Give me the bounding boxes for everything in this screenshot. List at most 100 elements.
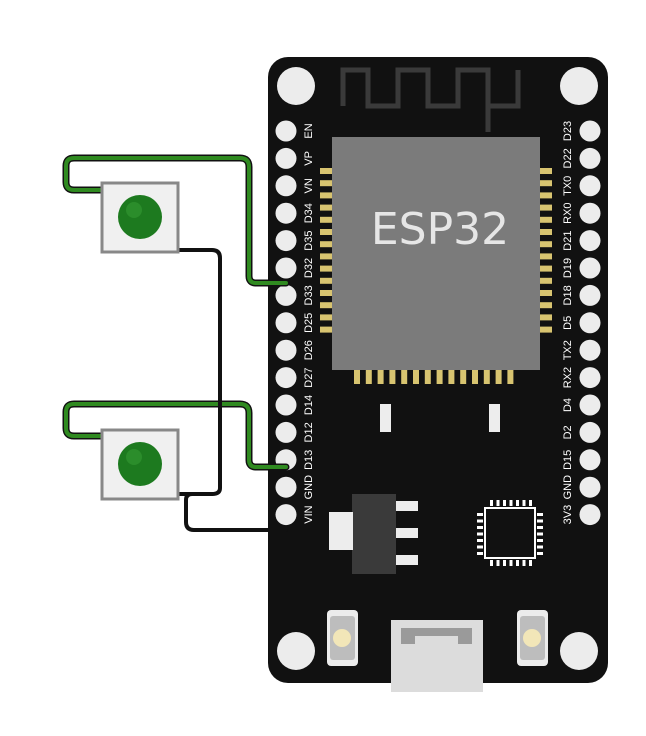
pin-hole-left-0 <box>275 120 297 142</box>
pin-hole-left-10 <box>275 394 297 416</box>
chip-pad <box>320 192 334 199</box>
qfn-pin <box>503 500 506 506</box>
qfn-pin <box>537 539 543 542</box>
qfn-pin <box>537 545 543 549</box>
qfn-pin <box>490 560 493 566</box>
pin-label-right: 3V3 <box>562 505 574 525</box>
chip-pad <box>538 180 552 187</box>
chip-pad <box>436 368 443 384</box>
pin-label-right: TX2 <box>562 340 574 360</box>
pin-hole-right-4 <box>579 230 601 252</box>
chip-pad <box>413 368 419 384</box>
pin-label-left: D33 <box>303 285 315 305</box>
pin-hole-left-5 <box>275 257 297 279</box>
pin-label-left: D34 <box>303 203 315 223</box>
pin-hole-right-2 <box>579 175 601 197</box>
qfn-pin <box>516 500 519 506</box>
pin-label-left: D14 <box>303 395 315 415</box>
pin-label-right: GND <box>562 475 574 500</box>
chip-pad <box>401 368 408 384</box>
pin-label-right: TX0 <box>562 176 574 196</box>
qfn-pin <box>496 560 500 566</box>
chip-pad <box>483 368 490 384</box>
pin-label-left: D13 <box>303 450 315 470</box>
chip-pads <box>320 168 552 384</box>
chip-pad <box>495 368 502 384</box>
pin-hole-right-10 <box>579 394 601 416</box>
chip-pad <box>538 241 552 248</box>
chip-pad <box>507 368 514 384</box>
usb-serial-ic <box>477 500 543 566</box>
voltage-regulator <box>329 494 418 574</box>
mounting-hole-top-left <box>277 67 315 105</box>
push-button-1[interactable] <box>100 181 180 254</box>
qfn-pin <box>537 532 543 536</box>
chip-pad <box>538 229 552 235</box>
pin-label-left: VIN <box>303 505 315 523</box>
pin-label-right: D22 <box>562 148 574 168</box>
chip-pad <box>320 277 334 284</box>
chip-pad <box>538 192 552 199</box>
pin-hole-left-2 <box>275 175 297 197</box>
pin-label-left: D25 <box>303 313 315 333</box>
pin-label-right: D21 <box>562 231 574 251</box>
pin-hole-left-9 <box>275 367 297 389</box>
chip-pad <box>424 368 431 384</box>
smd-component-left <box>380 404 391 432</box>
chip-pad <box>389 368 396 384</box>
qfn-pin <box>477 552 483 555</box>
mounting-hole-top-right <box>560 67 598 105</box>
mounting-hole-bottom-left <box>277 632 315 670</box>
qfn-pin <box>496 500 500 506</box>
pin-hole-right-5 <box>579 257 601 279</box>
pin-hole-left-1 <box>275 147 297 169</box>
chip-pad <box>320 168 334 174</box>
right-pin-header <box>579 120 601 526</box>
pin-hole-left-11 <box>275 421 297 443</box>
signal-wire-button-2-core <box>64 402 288 469</box>
pin-label-left: D26 <box>303 340 315 360</box>
chip-pad <box>538 326 552 333</box>
qfn-pin <box>529 500 532 506</box>
pin-label-left: D12 <box>303 422 315 442</box>
chip-pad <box>320 180 334 187</box>
qfn-pin <box>477 526 483 529</box>
pin-label-left: EN <box>303 123 315 138</box>
qfn-pin <box>537 526 543 529</box>
qfn-pin <box>509 560 513 566</box>
pin-label-right: D5 <box>562 316 574 330</box>
qfn-pin <box>477 513 483 516</box>
pcb-antenna-trace <box>340 67 521 109</box>
pin-hole-right-8 <box>579 339 601 361</box>
pin-label-right: D18 <box>562 285 574 305</box>
chip-pad <box>377 368 384 384</box>
pin-hole-left-8 <box>275 339 297 361</box>
pin-hole-right-3 <box>579 202 601 224</box>
pin-label-right: RX2 <box>562 367 574 388</box>
push-button-2[interactable] <box>100 428 180 501</box>
pin-label-left: D27 <box>303 368 315 388</box>
signal-wire-button-1-core <box>64 156 288 285</box>
qfn-pin <box>490 500 493 506</box>
qfn-pin <box>516 560 519 566</box>
pin-label-left: VP <box>303 151 315 166</box>
pin-hole-right-6 <box>579 284 601 306</box>
smd-component-right <box>489 404 500 432</box>
pin-label-left: D32 <box>303 258 315 278</box>
qfn-pin <box>522 500 526 506</box>
boot-button <box>517 610 548 666</box>
chip-pad <box>538 204 552 211</box>
pin-label-right: D2 <box>562 425 574 439</box>
en-reset-button <box>327 610 358 666</box>
chip-pad <box>320 302 334 309</box>
chip-pad <box>320 290 334 296</box>
pin-hole-right-7 <box>579 312 601 334</box>
chip-pad <box>320 229 334 235</box>
qfn-pin <box>477 519 483 523</box>
pin-label-left: VN <box>303 178 315 193</box>
left-pin-header <box>275 120 297 526</box>
pin-hole-left-6 <box>275 284 297 306</box>
pin-label-right: D4 <box>562 398 574 412</box>
chip-pad <box>448 368 455 384</box>
